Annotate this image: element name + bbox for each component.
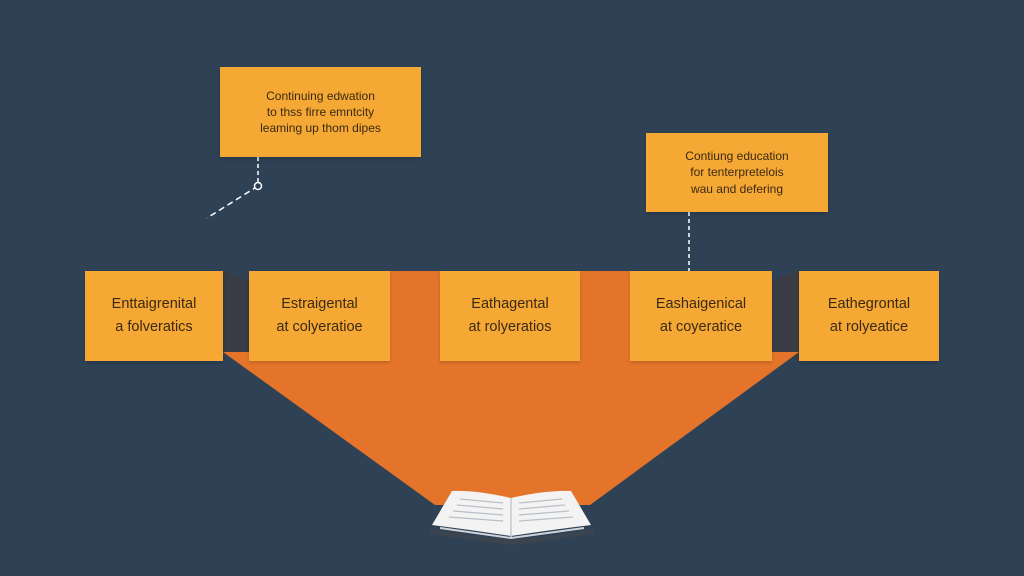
stage-label: Eathegrontal at rolyeatice <box>827 295 911 335</box>
side-shadow-right <box>772 271 799 361</box>
stage-box-4: Eashaigenical at coyeratice <box>630 271 772 361</box>
connector-line-left-diagonal <box>206 185 259 219</box>
callout-box-top-left: Continuing edwation to thss firre emntci… <box>220 67 421 157</box>
callout-box-top-right: Contiung education for tenterpretelois w… <box>646 133 828 212</box>
connector-dot-left <box>253 181 263 191</box>
callout-text: Continuing edwation to thss firre emntci… <box>260 88 381 136</box>
light-beam <box>223 352 799 505</box>
stage-box-2: Estraigental at colyeratioe <box>249 271 390 361</box>
beam-column-right <box>580 271 630 361</box>
beam-column-left <box>390 271 440 361</box>
stage-label: Eashaigenical at coyeratice <box>655 295 747 335</box>
side-shadow-left <box>223 271 249 361</box>
open-book-icon <box>430 490 594 545</box>
stage-label: Estraigental at colyeratioe <box>276 295 363 335</box>
stage-label: Eathagental at rolyeratios <box>468 295 552 335</box>
stage-box-5: Eathegrontal at rolyeatice <box>799 271 939 361</box>
stage-box-1: Enttaigrenital a folveratics <box>85 271 223 361</box>
callout-text: Contiung education for tenterpretelois w… <box>685 149 789 196</box>
stage-box-3: Eathagental at rolyeratios <box>440 271 580 361</box>
stage-label: Enttaigrenital a folveratics <box>111 295 197 335</box>
